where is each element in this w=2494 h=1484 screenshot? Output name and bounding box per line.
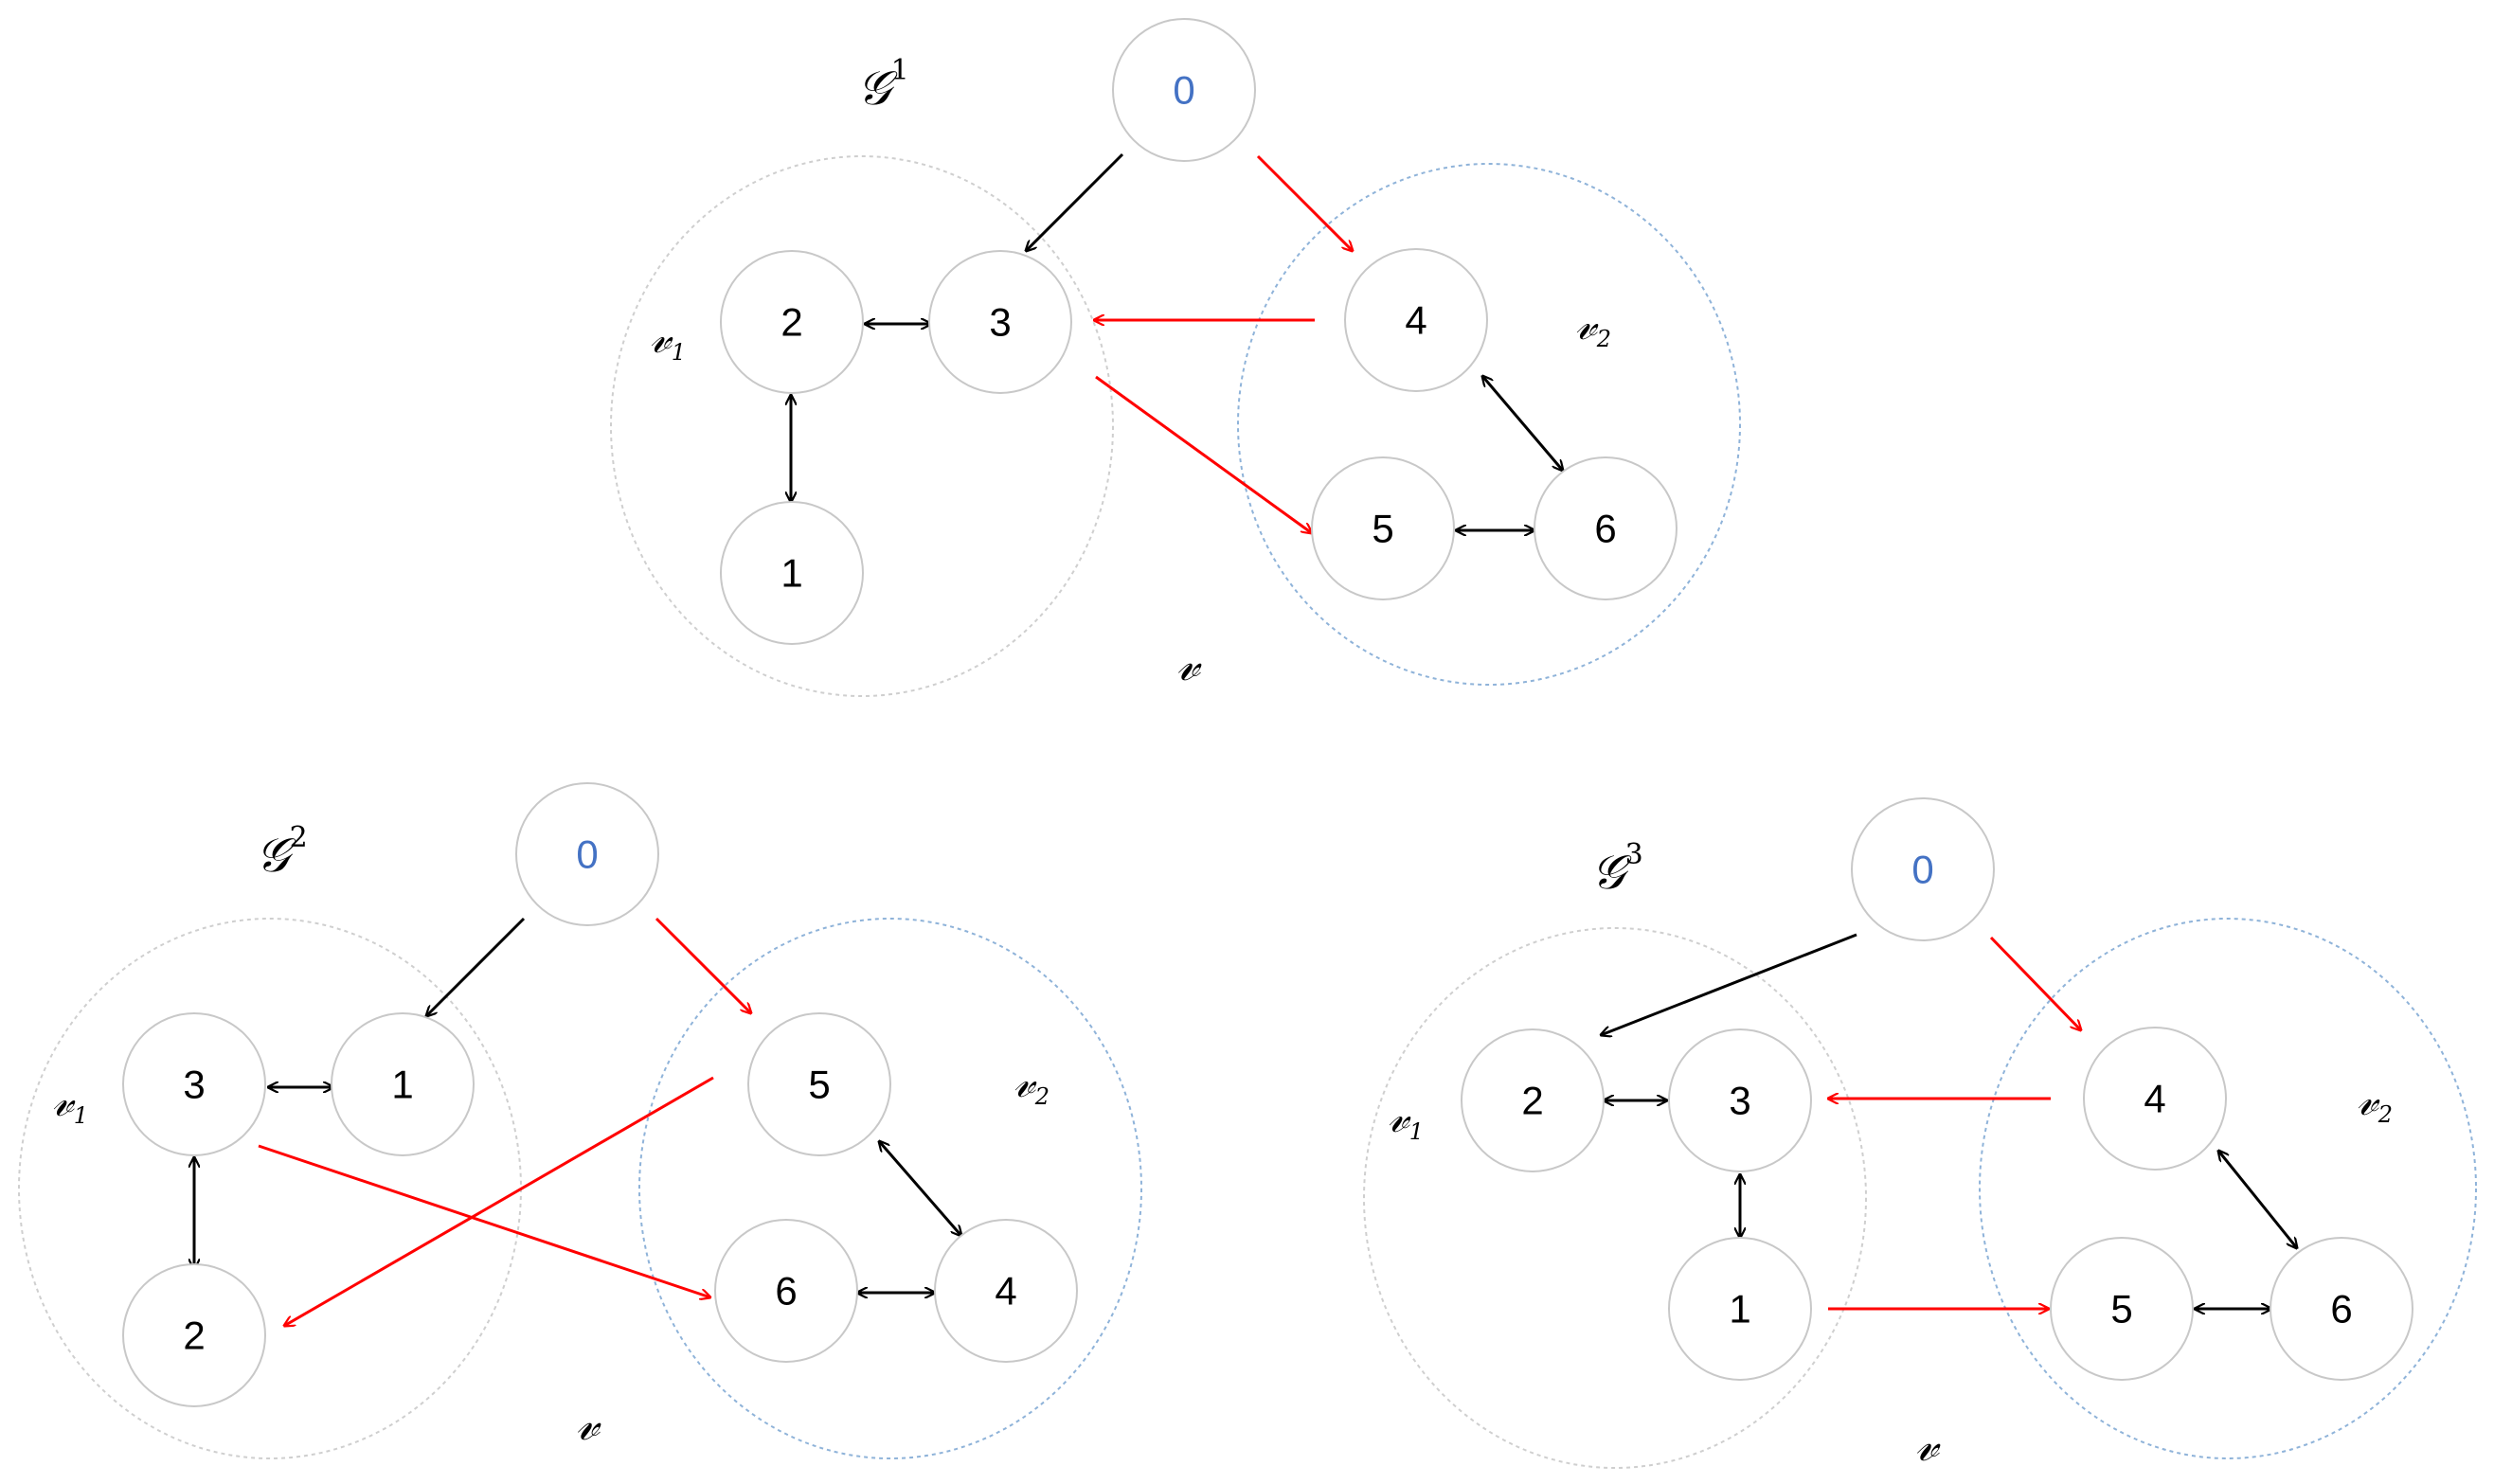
svg-text:3: 3 xyxy=(989,300,1011,345)
graph-2: 𝒢2 𝓋1 𝓋2 𝓋 0 3 1 2 5 6 4 xyxy=(18,782,1142,1459)
node-6: 6 xyxy=(714,1219,858,1363)
svg-text:0: 0 xyxy=(576,832,598,877)
svg-text:6: 6 xyxy=(2330,1287,2352,1332)
svg-text:1: 1 xyxy=(391,1063,413,1107)
cluster-v1-boundary xyxy=(18,918,522,1459)
node-3: 3 xyxy=(122,1012,266,1156)
svg-text:2: 2 xyxy=(183,1314,205,1358)
node-2: 2 xyxy=(1461,1028,1605,1172)
svg-text:6: 6 xyxy=(775,1269,797,1314)
node-4: 4 xyxy=(1344,248,1488,392)
edge-4-6 xyxy=(2218,1151,2297,1248)
edge-3-5 xyxy=(1095,375,1312,533)
node-6: 6 xyxy=(1534,456,1678,600)
node-2: 2 xyxy=(122,1263,266,1407)
node-2: 2 xyxy=(720,250,864,394)
graph-title: 𝒢3 xyxy=(1591,838,1643,900)
cluster-v1-label: 𝓋1 xyxy=(52,1075,88,1129)
svg-text:3: 3 xyxy=(183,1063,205,1107)
node-4: 4 xyxy=(2083,1027,2227,1171)
edge-0-1 xyxy=(426,917,526,1016)
edge-0-2 xyxy=(1601,933,1857,1035)
node-5: 5 xyxy=(2050,1237,2194,1381)
node-1: 1 xyxy=(331,1012,475,1156)
edge-0-5 xyxy=(655,917,751,1013)
edge-5-2 xyxy=(284,1076,714,1326)
svg-text:6: 6 xyxy=(1594,507,1616,551)
node-1: 1 xyxy=(1668,1237,1812,1381)
svg-text:4: 4 xyxy=(995,1269,1016,1314)
cluster-v2-boundary xyxy=(1237,163,1741,686)
graph-title: 𝒢1 xyxy=(857,54,909,116)
node-0: 0 xyxy=(1112,18,1256,162)
svg-text:4: 4 xyxy=(2144,1077,2165,1121)
node-6: 6 xyxy=(2270,1237,2413,1381)
node-3: 3 xyxy=(928,250,1072,394)
universe-label: 𝓋 xyxy=(1176,636,1202,691)
svg-text:1: 1 xyxy=(780,551,802,596)
node-5: 5 xyxy=(1311,456,1455,600)
node-0: 0 xyxy=(515,782,659,926)
node-3: 3 xyxy=(1668,1028,1812,1172)
edge-0-4 xyxy=(1256,154,1353,251)
cluster-v2-boundary xyxy=(1979,918,2477,1459)
svg-text:5: 5 xyxy=(1372,507,1393,551)
node-4: 4 xyxy=(934,1219,1078,1363)
cluster-v2-label: 𝓋2 xyxy=(2357,1074,2393,1128)
svg-text:2: 2 xyxy=(780,300,802,345)
edge-4-6 xyxy=(1482,376,1563,471)
node-0: 0 xyxy=(1851,797,1995,941)
cluster-v2-label: 𝓋2 xyxy=(1575,298,1611,352)
edge-3-6 xyxy=(258,1144,710,1297)
node-5: 5 xyxy=(747,1012,891,1156)
graph-3: 𝒢3 𝓋1 𝓋2 𝓋 0 2 3 1 4 5 6 xyxy=(1363,797,2477,1472)
svg-text:3: 3 xyxy=(1729,1079,1750,1123)
edge-5-4 xyxy=(879,1141,961,1236)
svg-text:1: 1 xyxy=(1729,1287,1750,1332)
edge-0-3 xyxy=(1026,152,1124,251)
node-1: 1 xyxy=(720,501,864,645)
cluster-v2-label: 𝓋2 xyxy=(1014,1056,1050,1110)
svg-text:2: 2 xyxy=(1521,1079,1543,1123)
svg-text:5: 5 xyxy=(808,1063,830,1107)
graph-1: 𝒢1 𝓋1 𝓋2 𝓋 0 2 3 1 4 5 6 xyxy=(610,18,1741,697)
svg-text:4: 4 xyxy=(1405,298,1426,343)
edge-0-4 xyxy=(1989,936,2081,1030)
svg-text:0: 0 xyxy=(1911,848,1933,892)
graph-title: 𝒢2 xyxy=(256,821,308,883)
cluster-v1-label: 𝓋1 xyxy=(650,312,686,366)
cluster-v1-boundary xyxy=(1363,927,1867,1469)
cluster-v2-boundary xyxy=(638,918,1142,1459)
cluster-v1-label: 𝓋1 xyxy=(1388,1091,1424,1145)
svg-text:0: 0 xyxy=(1173,68,1194,113)
cluster-v1-boundary xyxy=(610,155,1114,697)
universe-label: 𝓋 xyxy=(576,1396,601,1451)
svg-text:5: 5 xyxy=(2110,1287,2132,1332)
universe-label: 𝓋 xyxy=(1915,1417,1941,1472)
